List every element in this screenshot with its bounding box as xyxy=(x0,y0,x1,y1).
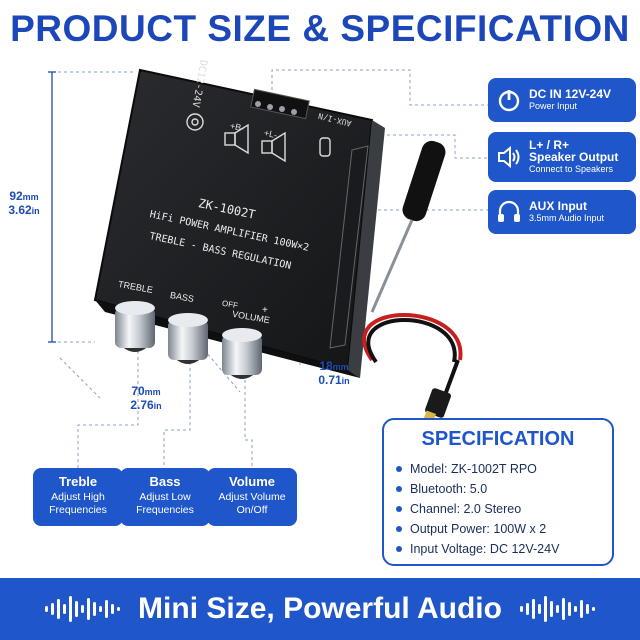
spec-row: Channel: 2.0 Stereo xyxy=(396,499,600,519)
dimension-width: 70mm 2.76in xyxy=(124,385,168,413)
knob-card-bass: Bass Adjust Low Frequencies xyxy=(120,468,210,526)
dimension-depth-mm: 18 xyxy=(319,359,333,373)
wave-bar xyxy=(111,604,115,614)
wave-bar xyxy=(573,606,577,612)
wave-bar xyxy=(537,604,541,614)
board-knob-label-plus: + xyxy=(262,305,268,316)
spec-row-text: Model: ZK-1002T RPO xyxy=(410,462,537,476)
knob-card-treble: Treble Adjust High Frequencies xyxy=(33,468,123,526)
spec-row-text: Input Voltage: DC 12V-24V xyxy=(410,542,560,556)
sound-wave-icon-left xyxy=(45,596,121,622)
wave-bar xyxy=(555,605,559,613)
feature-subtitle: Connect to Speakers xyxy=(529,164,614,174)
wave-bar xyxy=(51,603,55,615)
wave-bar xyxy=(63,604,67,614)
wave-bar xyxy=(543,596,547,622)
wave-bar xyxy=(99,606,103,612)
dimension-width-in: 2.76 xyxy=(130,398,154,412)
feature-subtitle: 3.5mm Audio Input xyxy=(529,213,605,223)
spec-row-text: Channel: 2.0 Stereo xyxy=(410,502,522,516)
dimension-height-in: 3.62 xyxy=(8,203,32,217)
wave-bar xyxy=(93,602,97,616)
wave-bar xyxy=(117,607,121,611)
knob-card-line-1: Adjust Volume xyxy=(218,491,286,503)
wave-bar xyxy=(567,602,571,616)
feature-title: L+ / R+ xyxy=(529,138,570,152)
amplifier-board-drawing xyxy=(48,68,488,468)
spec-row-text: Output Power: 100W x 2 xyxy=(410,522,547,536)
specification-heading: SPECIFICATION xyxy=(421,428,575,450)
bullet-icon xyxy=(396,466,402,472)
bullet-icon xyxy=(396,526,402,532)
power-icon xyxy=(494,85,524,115)
wave-bar xyxy=(81,605,85,613)
specification-box: SPECIFICATION Model: ZK-1002T RPO Blueto… xyxy=(382,418,614,566)
wave-bar xyxy=(549,601,553,617)
feature-title: DC IN 12V-24V xyxy=(529,87,612,101)
wave-bar xyxy=(531,599,535,619)
feature-card-dc-in: DC IN 12V-24V Power Input xyxy=(488,78,636,122)
speaker-icon xyxy=(494,142,524,172)
bullet-icon xyxy=(396,546,402,552)
knob-card-line-2: Frequencies xyxy=(49,504,107,516)
feature-title-2: Speaker Output xyxy=(529,150,619,164)
knob-card-title: Bass xyxy=(149,474,181,489)
dimension-width-mm-unit: mm xyxy=(144,387,161,397)
wave-bar xyxy=(591,607,595,611)
wave-bar xyxy=(519,606,523,612)
knob-card-line-2: On/Off xyxy=(236,504,268,516)
wave-bar xyxy=(69,596,73,622)
knob-card-line-1: Adjust High xyxy=(51,491,105,503)
wave-bar xyxy=(561,598,565,620)
knob-card-volume: Volume Adjust Volume On/Off xyxy=(207,468,297,526)
knob-card-title: Treble xyxy=(58,474,98,489)
wave-bar xyxy=(45,606,49,612)
dimension-height-mm: 92 xyxy=(9,189,23,203)
feature-card-aux-input: AUX Input 3.5mm Audio Input xyxy=(488,190,636,234)
wave-bar xyxy=(75,601,79,617)
knob-card-title: Volume xyxy=(229,474,275,489)
bottom-banner: Mini Size, Powerful Audio xyxy=(0,578,640,640)
wave-bar xyxy=(105,600,109,618)
dimension-width-mm: 70 xyxy=(131,384,145,398)
dimension-depth-in-unit: in xyxy=(341,376,350,386)
sound-wave-icon-right xyxy=(519,596,595,622)
spec-row-text: Bluetooth: 5.0 xyxy=(410,482,488,496)
dimension-height: 92mm 3.62in xyxy=(4,190,44,218)
feature-subtitle: Power Input xyxy=(529,101,578,111)
knob-card-line-2: Frequencies xyxy=(136,504,194,516)
spec-row: Output Power: 100W x 2 xyxy=(396,519,600,539)
dimension-width-in-unit: in xyxy=(153,401,162,411)
spec-row: Bluetooth: 5.0 xyxy=(396,479,600,499)
wave-bar xyxy=(87,598,91,620)
bullet-icon xyxy=(396,486,402,492)
feature-card-speaker-output: L+ / R+ Speaker Output Connect to Speake… xyxy=(488,132,636,182)
headphones-icon xyxy=(494,197,524,227)
dimension-height-mm-unit: mm xyxy=(22,192,39,202)
page-title: PRODUCT SIZE & SPECIFICATION xyxy=(10,8,630,49)
wave-bar xyxy=(579,600,583,618)
dimension-height-in-unit: in xyxy=(31,206,40,216)
knob-card-line-1: Adjust Low xyxy=(139,491,191,503)
bullet-icon xyxy=(396,506,402,512)
banner-text: Mini Size, Powerful Audio xyxy=(138,592,502,625)
dimension-depth-in: 0.71 xyxy=(318,373,342,387)
dimension-depth-mm-unit: mm xyxy=(332,362,349,372)
wave-bar xyxy=(585,604,589,614)
wave-bar xyxy=(525,603,529,615)
wave-bar xyxy=(57,599,61,619)
feature-title: AUX Input xyxy=(529,199,587,213)
spec-row: Input Voltage: DC 12V-24V xyxy=(396,539,600,559)
product-illustration: DC12-24V AUX-I/N +B- +L- ZK-1002T HiFi P… xyxy=(0,50,640,470)
spec-row: Model: ZK-1002T RPO xyxy=(396,459,600,479)
dimension-depth: 18mm 0.71in xyxy=(312,360,356,388)
